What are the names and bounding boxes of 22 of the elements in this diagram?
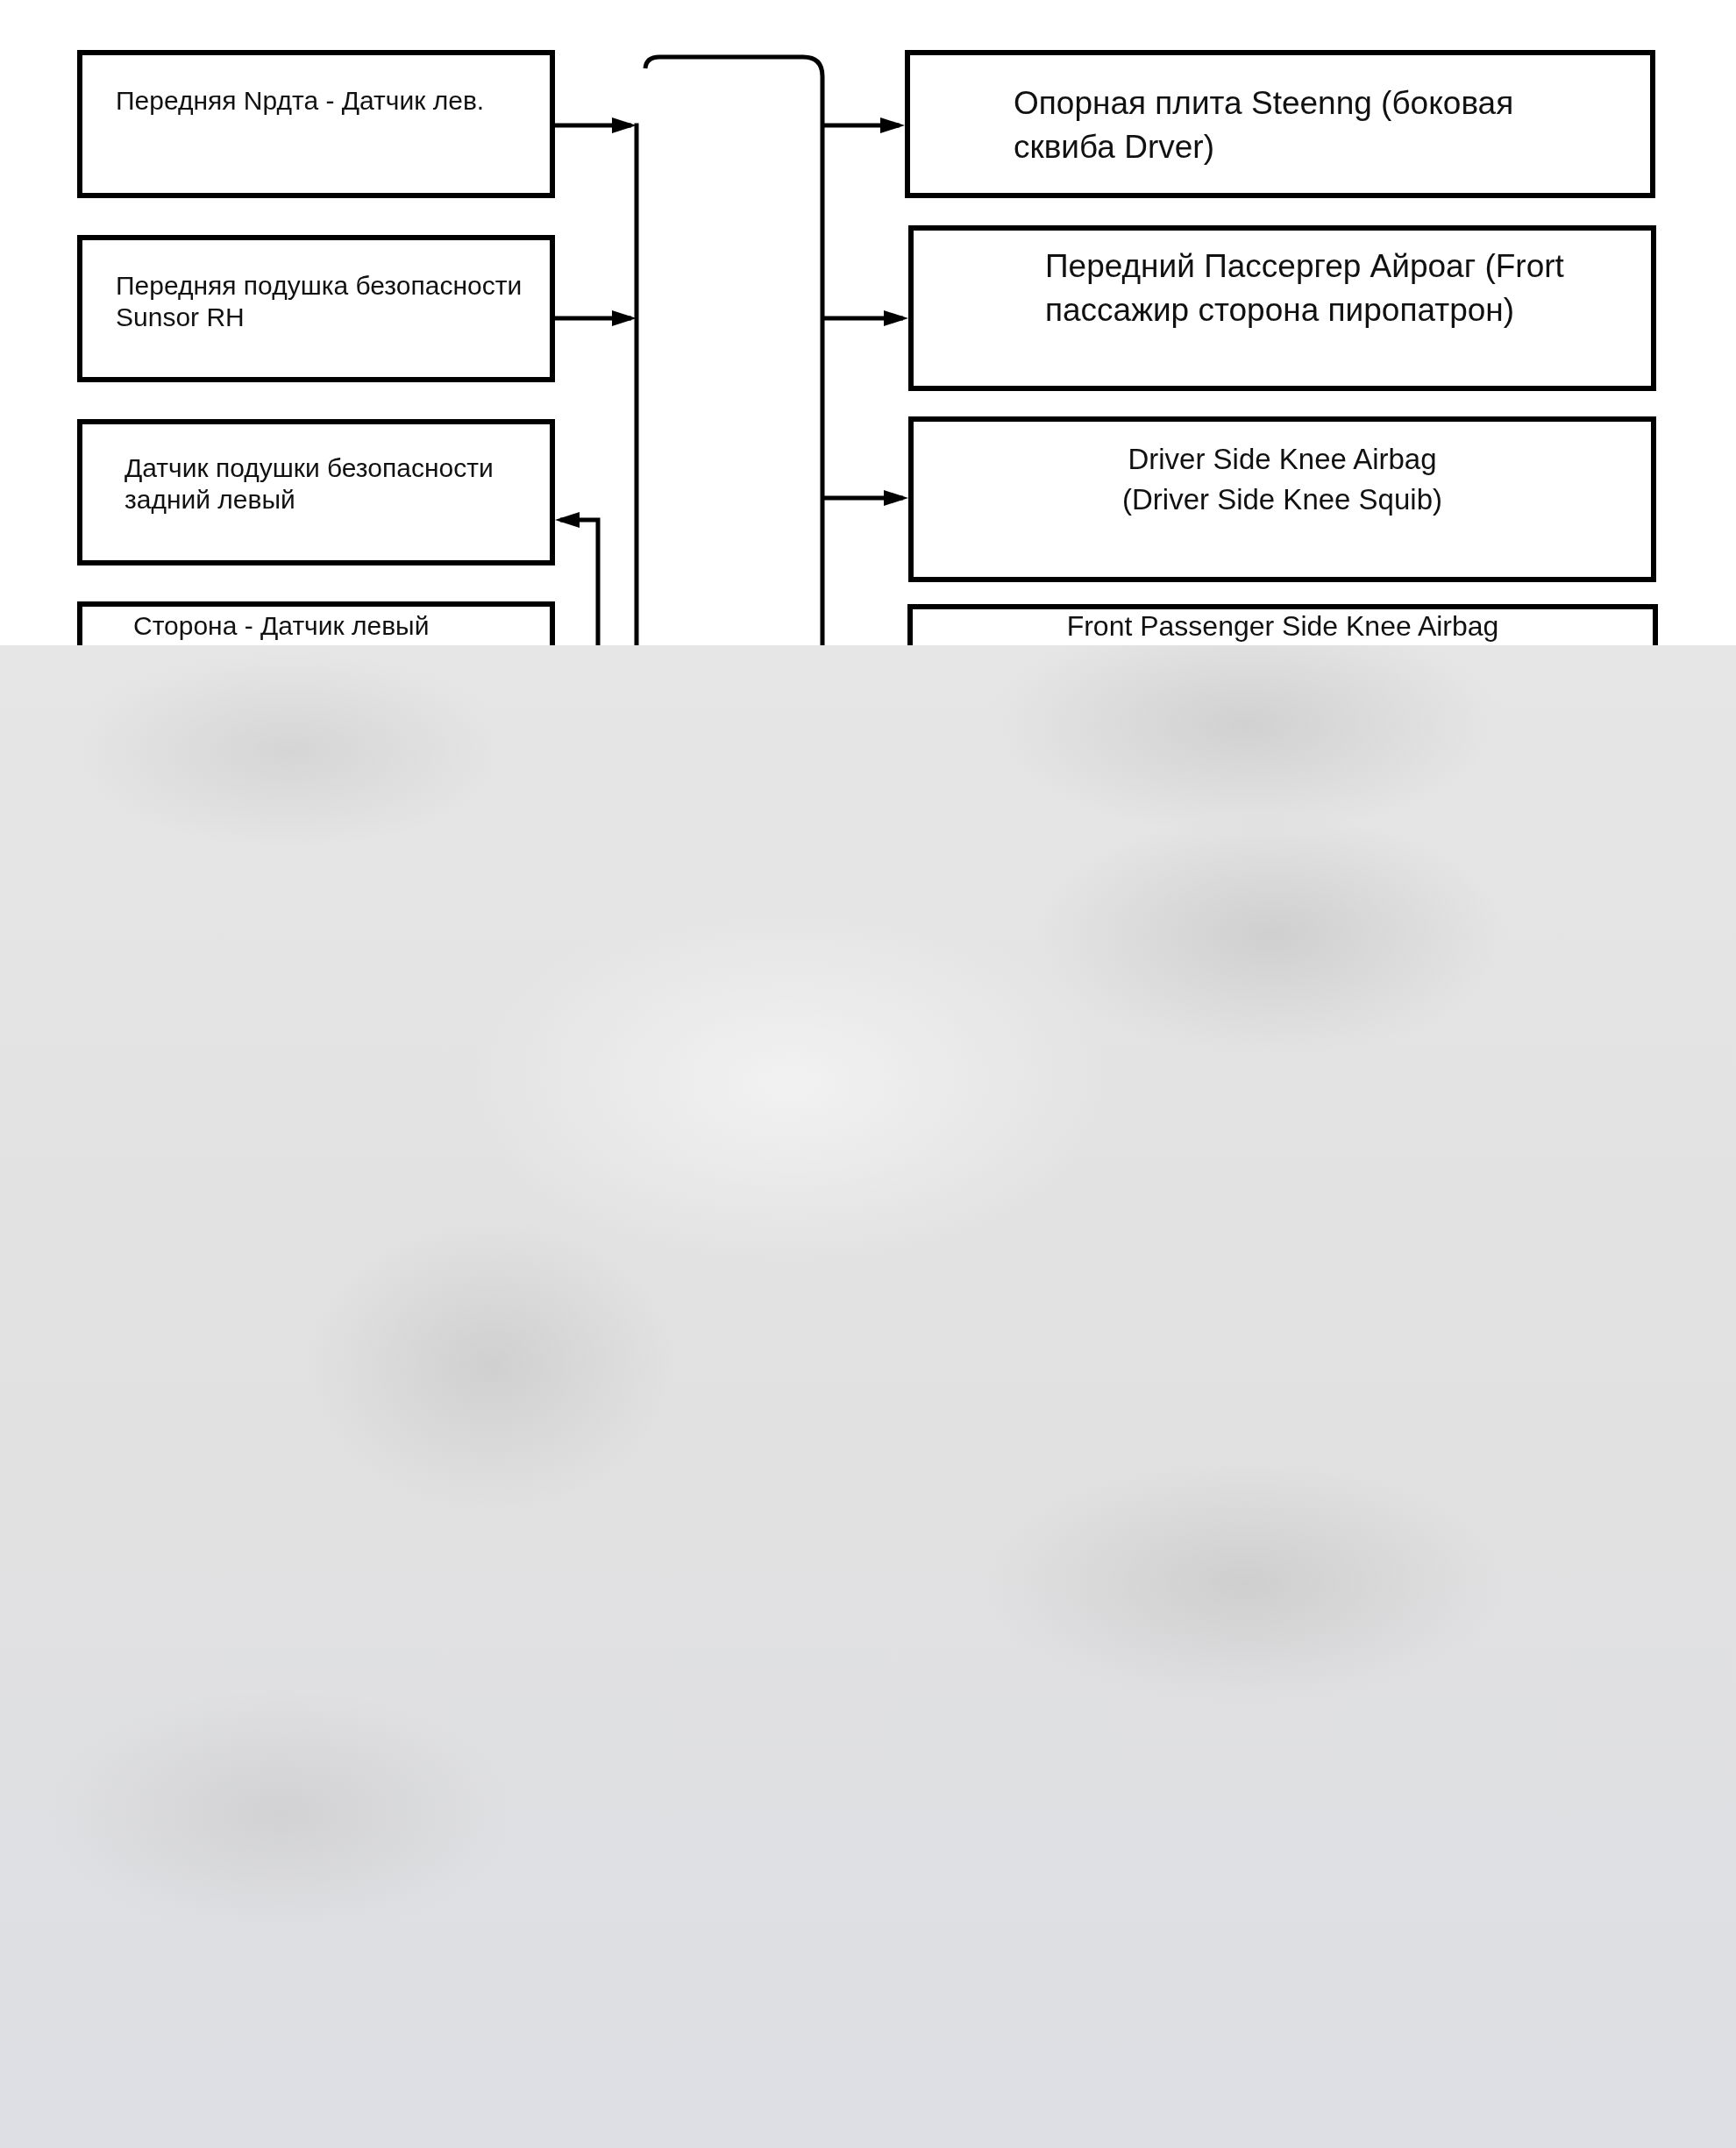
component-box	[908, 416, 1656, 582]
component-label: Опорная плита Steenng (боковая сквиба Drver)	[1014, 84, 1515, 167]
component-box	[905, 50, 1655, 198]
connector-arrow	[555, 310, 637, 326]
component-label: Передняя подушка безопасности Sunsor RH	[116, 270, 523, 333]
component-label: Передний Пассергер Айроаг (Frort пассажир сторона пиропатрон)	[1045, 247, 1565, 330]
component-box	[77, 50, 555, 198]
component-box	[77, 601, 555, 645]
component-label: Сторона - Датчик левый	[133, 611, 430, 642]
connector-arrow	[822, 490, 908, 506]
component-box	[77, 419, 555, 565]
component-box	[77, 235, 555, 382]
component-label: Датчик подушки безопасности задний левый	[125, 452, 494, 516]
component-label: Передняя Nрдта - Датчик лев.	[116, 85, 486, 117]
component-box	[907, 604, 1658, 645]
component-label: Front Passenger Side Knee Airbag	[1066, 611, 1499, 643]
connector-arrow	[555, 117, 637, 133]
connector-arrow	[555, 512, 601, 645]
connector-arrow	[822, 117, 905, 133]
component-box	[908, 225, 1656, 391]
connector-arrow	[822, 310, 908, 326]
component-label: Driver Side Knee Airbag (Driver Side Knee Squib)	[1121, 442, 1443, 518]
